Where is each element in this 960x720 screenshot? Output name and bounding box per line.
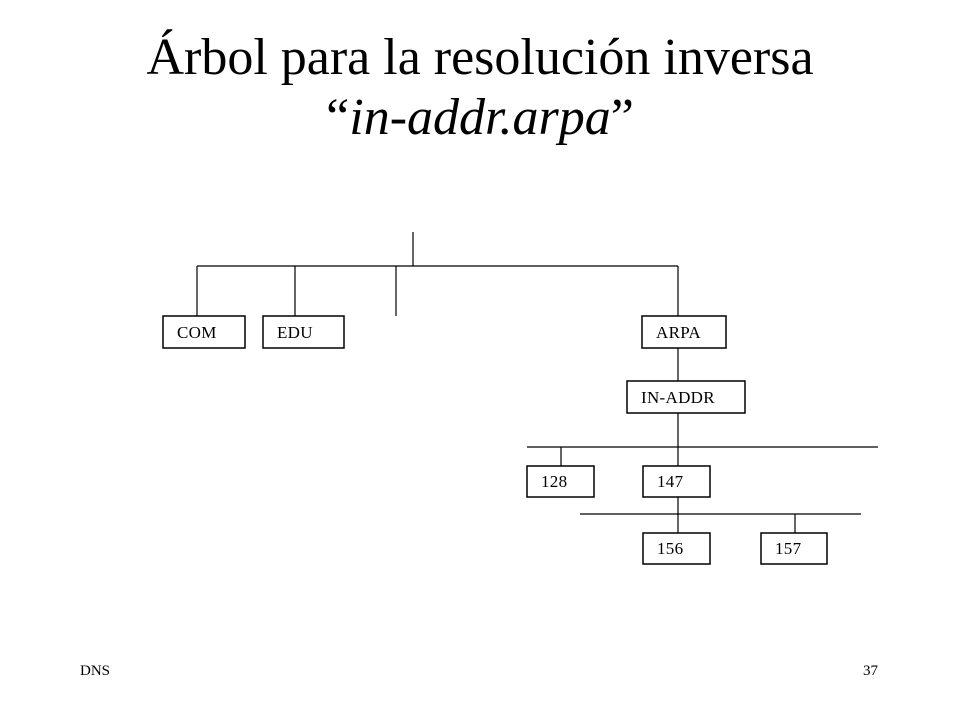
node-128-box: [526, 465, 595, 498]
node-in-addr-label: IN-ADDR: [641, 388, 715, 407]
title-line-2: “in-addr.arpa”: [0, 88, 960, 148]
slide-page-number: 37: [863, 663, 878, 679]
node-147: 147: [642, 465, 711, 498]
node-147-box: [642, 465, 711, 498]
node-com-label: COM: [177, 323, 217, 342]
footer-section-label: DNS: [80, 663, 111, 679]
title-line-1: Árbol para la resolución inversa: [146, 29, 814, 86]
node-128-label: 128: [541, 472, 567, 491]
node-com-box: [162, 315, 246, 349]
node-arpa-label: ARPA: [656, 323, 701, 342]
node-edu-box: [262, 315, 345, 349]
node-156-label: 156: [657, 539, 683, 558]
node-in-addr-box: [626, 380, 746, 414]
node-in-addr: IN-ADDR: [626, 380, 746, 414]
node-156-box: [642, 532, 711, 565]
slide-title: Árbol para la resolución inversa “in-add…: [0, 28, 960, 148]
node-128: 128: [526, 465, 595, 498]
title-zone-name: in-addr.arpa: [349, 89, 611, 146]
node-147-label: 147: [657, 472, 684, 491]
node-157-label: 157: [775, 539, 802, 558]
node-edu-label: EDU: [277, 323, 313, 342]
node-edu: EDU: [262, 315, 345, 349]
title-open-quote: “: [326, 89, 350, 146]
node-arpa-box: [641, 315, 727, 349]
title-close-quote: ”: [610, 89, 634, 146]
node-156: 156: [642, 532, 711, 565]
node-157: 157: [760, 532, 828, 565]
node-arpa: ARPA: [641, 315, 727, 349]
node-157-box: [760, 532, 828, 565]
node-com: COM: [162, 315, 246, 349]
